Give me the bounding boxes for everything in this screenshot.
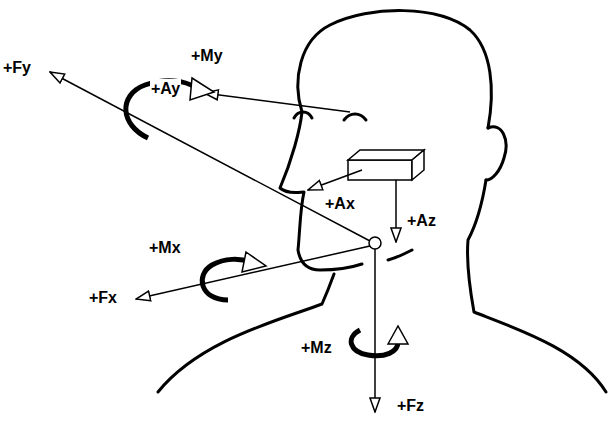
moment-mx-head	[242, 252, 266, 272]
jaw-line	[388, 250, 412, 260]
axis-fz	[374, 249, 376, 412]
face-profile	[280, 112, 362, 270]
force-x-label: +Fx	[88, 288, 118, 308]
moment-my-head	[190, 78, 214, 100]
ear	[486, 127, 506, 180]
axis-ay	[204, 93, 350, 112]
moment-y-label: +My	[190, 46, 224, 66]
axis-fy	[50, 72, 370, 241]
axis-az	[395, 180, 397, 242]
origin-point	[369, 237, 381, 249]
neck-left	[158, 274, 334, 392]
box-side	[412, 150, 424, 180]
accel-x-label: +Ax	[324, 194, 356, 214]
moment-mz-head	[388, 326, 408, 344]
axis-ax	[308, 170, 362, 190]
accel-y-label: +Ay	[150, 79, 181, 99]
accel-z-label: +Az	[406, 211, 437, 231]
accelerometer	[348, 150, 424, 180]
neck-right	[467, 180, 606, 392]
box-front	[348, 160, 412, 180]
eye-right	[344, 114, 366, 120]
moment-x-label: +Mx	[148, 238, 182, 258]
eye-left	[294, 112, 312, 118]
moment-z-label: +Mz	[300, 338, 333, 358]
force-z-label: +Fz	[396, 396, 425, 416]
box-top	[348, 150, 424, 160]
force-y-label: +Fy	[2, 58, 32, 78]
head-outline	[298, 11, 491, 128]
